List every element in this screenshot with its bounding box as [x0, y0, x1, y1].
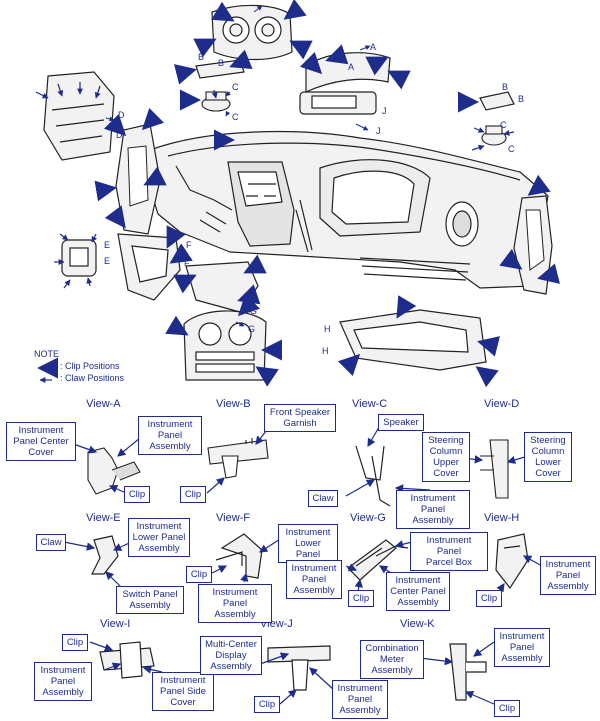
label-a-panel-assembly: Instrument Panel Assembly: [138, 416, 202, 455]
label-a-clip: Clip: [124, 486, 150, 503]
view-d-title: View-D: [484, 398, 520, 410]
view-i-detail: [99, 641, 155, 679]
view-c-title: View-C: [352, 398, 388, 410]
view-k-detail: [449, 643, 487, 701]
label-k-panel-assembly: Instrument Panel Assembly: [494, 628, 550, 667]
clip-position-arrows: [94, 0, 561, 388]
label-d-upper-cover: Steering Column Upper Cover: [422, 432, 470, 482]
letter-e-2: E: [104, 256, 111, 266]
view-d-detail: [480, 439, 509, 499]
label-e-lower-panel-assembly: Instrument Lower Panel Assembly: [128, 518, 190, 557]
label-i-side-cover: Instrument Panel Side Cover: [152, 672, 214, 711]
note-clip: : Clip Positions: [60, 361, 120, 371]
label-k-meter: Combination Meter Assembly: [360, 640, 424, 679]
letter-g-2: G: [248, 324, 256, 334]
note-legend: NOTE : Clip Positions : Claw Positions: [34, 348, 124, 384]
label-e-claw: Claw: [36, 534, 66, 551]
label-f-panel-assembly: Instrument Panel Assembly: [198, 584, 272, 623]
view-b-title: View-B: [216, 398, 251, 410]
label-a-center-cover: Instrument Panel Center Cover: [6, 422, 76, 461]
label-f-clip: Clip: [186, 566, 212, 583]
view-f-detail: [215, 533, 263, 579]
letter-a-top: A: [370, 42, 377, 52]
label-c-panel-assembly: Instrument Panel Assembly: [396, 490, 470, 529]
letter-c-left-2: C: [232, 112, 239, 122]
label-j-clip: Clip: [254, 696, 280, 713]
label-h-clip: Clip: [476, 590, 502, 607]
label-c-speaker: Speaker: [378, 414, 424, 431]
letter-b-left-low: B: [218, 58, 225, 68]
view-h-title: View-H: [484, 512, 520, 524]
letter-a-lower: A: [348, 62, 355, 72]
claw-position-arrows: [35, 82, 515, 289]
label-d-lower-cover: Steering Column Lower Cover: [524, 432, 572, 482]
label-j-panel-assembly: Instrument Panel Assembly: [332, 680, 388, 719]
letter-b-left-top: B: [198, 52, 205, 62]
view-h-detail: [495, 533, 529, 590]
letter-e-1: E: [104, 240, 111, 250]
label-e-switch-panel: Switch Panel Assembly: [116, 586, 184, 614]
meter-hood-drawing: [211, 4, 293, 61]
view-e-detail: [91, 535, 119, 575]
letter-b-right: B: [502, 82, 509, 92]
note-title: NOTE: [34, 349, 60, 359]
label-b-speaker-garnish: Front Speaker Garnish: [264, 404, 336, 432]
view-g-title: View-G: [350, 512, 386, 524]
view-f-title: View-F: [216, 512, 251, 524]
label-j-display: Multi-Center Display Assembly: [200, 636, 262, 675]
view-c-detail: [355, 445, 391, 507]
letter-h-2: H: [322, 346, 329, 356]
letter-j-2: J: [376, 126, 381, 136]
letter-g-1: G: [250, 306, 258, 316]
leader-lines: [61, 421, 543, 705]
label-b-clip: Clip: [180, 486, 206, 503]
letter-d-2: D: [116, 130, 123, 140]
letter-d-1: D: [118, 110, 125, 120]
letter-c-right-2: C: [508, 144, 515, 154]
label-g-clip: Clip: [348, 590, 374, 607]
note-claw: : Claw Positions: [60, 373, 125, 383]
label-c-claw: Claw: [308, 490, 338, 507]
label-i-panel-assembly: Instrument Panel Assembly: [34, 662, 92, 701]
label-g-parcel-box: Instrument Panel Parcel Box: [410, 532, 488, 571]
label-g-panel-assembly: Instrument Panel Assembly: [286, 560, 342, 599]
label-i-clip: Clip: [62, 634, 88, 651]
label-f-lower-panel: Instrument Lower Panel: [278, 524, 338, 563]
instrument-panel-drawing: [147, 130, 549, 289]
letter-c-left: C: [232, 82, 239, 92]
letter-f-1: F: [186, 240, 192, 250]
letter-j-1: J: [382, 106, 387, 116]
label-h-panel-assembly: Instrument Panel Assembly: [540, 556, 596, 595]
letter-c-right: C: [500, 120, 507, 130]
view-a-detail: [87, 447, 141, 495]
view-i-title: View-I: [100, 618, 131, 630]
label-g-center-panel: Instrument Center Panel Assembly: [386, 572, 450, 611]
letter-h-1: H: [324, 324, 331, 334]
view-k-title: View-K: [400, 618, 435, 630]
view-j-detail: [267, 645, 331, 691]
letter-f-2: F: [184, 258, 190, 268]
view-e-title: View-E: [86, 512, 121, 524]
view-a-title: View-A: [86, 398, 121, 410]
letter-b-right-2: B: [518, 94, 525, 104]
label-k-clip: Clip: [494, 700, 520, 717]
view-b-detail: [207, 436, 269, 479]
